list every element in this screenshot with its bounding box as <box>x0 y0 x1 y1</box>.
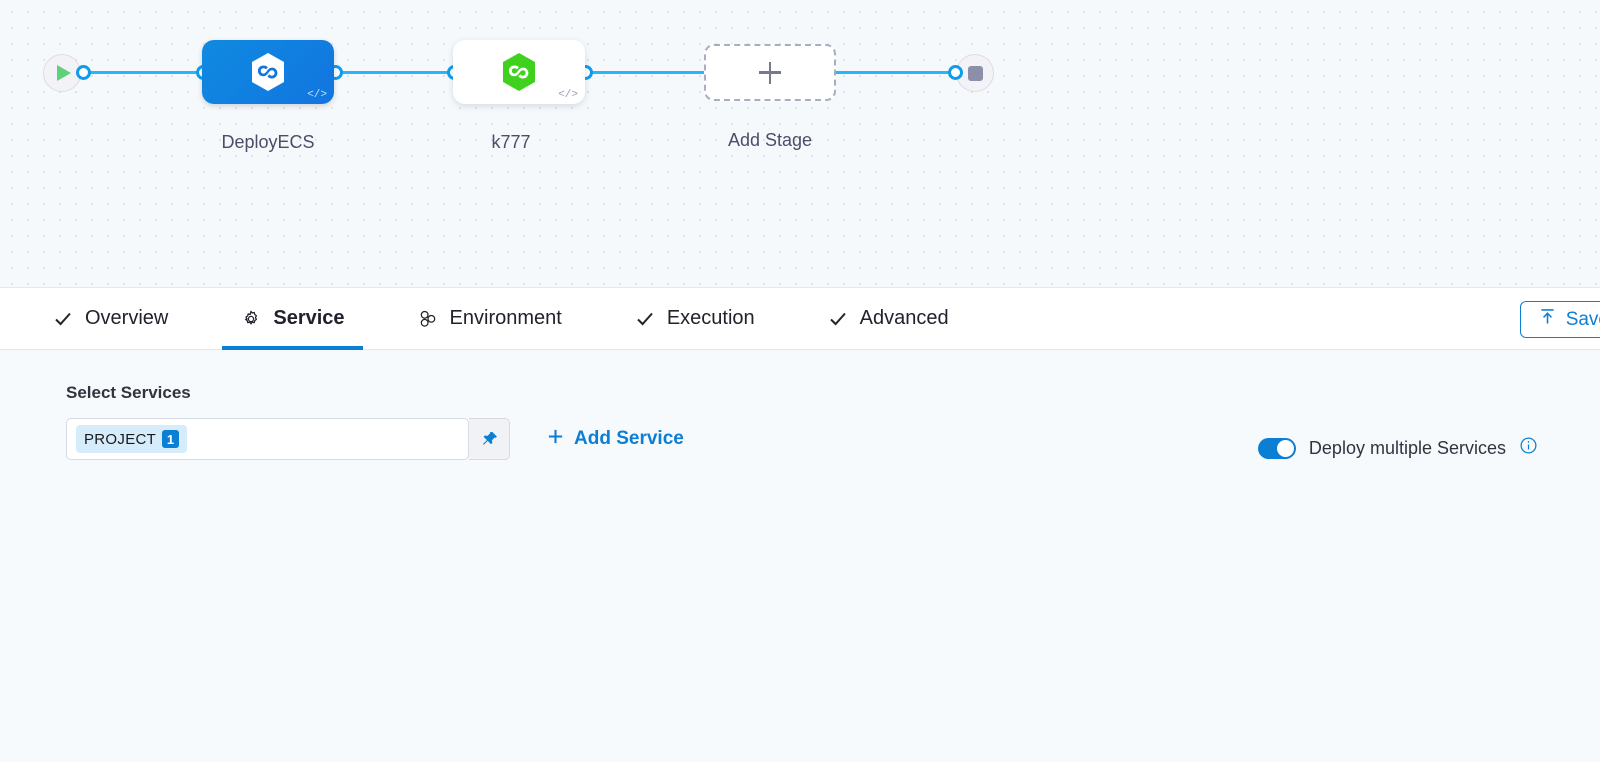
save-button-label: Save <box>1565 308 1600 330</box>
add-stage-button[interactable] <box>704 44 836 101</box>
wire-addstage-to-end <box>832 71 964 74</box>
tab-advanced[interactable]: Advanced <box>809 288 967 350</box>
save-button[interactable]: Save <box>1519 301 1600 338</box>
tab-label: Overview <box>85 307 169 329</box>
save-upload-icon <box>1537 306 1558 333</box>
deploy-multiple-services-label: Deploy multiple Services <box>1308 437 1506 458</box>
stage-label-deployecs: DeployECS <box>221 132 315 152</box>
check-icon <box>827 308 849 330</box>
toggle-knob <box>1276 439 1294 457</box>
services-multiselect[interactable]: PROJECT 1 <box>66 418 469 460</box>
wire-start-to-stage1 <box>78 71 208 74</box>
service-chip-project[interactable]: PROJECT 1 <box>76 425 188 453</box>
tab-label: Service <box>273 307 345 329</box>
chip-count-badge: 1 <box>162 430 180 448</box>
pin-icon <box>482 431 497 445</box>
start-node[interactable] <box>43 54 81 92</box>
play-icon <box>57 65 71 81</box>
code-glyph: </> <box>307 89 327 101</box>
stage-config-tabs: Overview Service Environment Execution A… <box>0 288 1600 350</box>
deploy-multiple-services-row: Deploy multiple Services <box>1257 436 1538 460</box>
pipeline-canvas[interactable]: </> DeployECS </> k777 Add Stage <box>0 0 1600 288</box>
tab-label: Advanced <box>859 307 949 329</box>
tab-label: Environment <box>449 307 562 329</box>
environment-nodes-icon <box>417 308 439 330</box>
code-glyph: </> <box>558 89 578 101</box>
service-tab-panel: Select Services PROJECT 1 Add Service De… <box>0 350 1600 762</box>
gear-icon <box>240 308 262 330</box>
deployment-hexagon-icon <box>503 53 535 91</box>
tab-environment[interactable]: Environment <box>399 288 580 350</box>
stop-icon <box>967 65 983 81</box>
plus-icon <box>546 427 565 452</box>
tab-service[interactable]: Service <box>222 288 363 350</box>
services-pin-button[interactable] <box>469 418 510 460</box>
select-services-row: PROJECT 1 Add Service <box>66 418 1600 460</box>
plus-icon-vertical <box>768 61 772 84</box>
check-icon <box>52 308 74 330</box>
check-icon <box>634 308 656 330</box>
deploy-multiple-services-toggle[interactable] <box>1257 437 1296 459</box>
wire-stage1-to-stage2 <box>330 71 460 74</box>
stage-node-k777[interactable]: </> <box>453 40 585 104</box>
add-service-label: Add Service <box>574 428 684 449</box>
add-service-button[interactable]: Add Service <box>546 427 684 452</box>
info-icon[interactable] <box>1519 436 1538 460</box>
add-stage-label: Add Stage <box>727 130 813 150</box>
chip-label: PROJECT <box>84 430 157 448</box>
stage-label-k777: k777 <box>491 132 531 152</box>
stage-node-deployecs[interactable]: </> <box>202 40 334 104</box>
wire-stage2-to-addstage <box>580 71 712 74</box>
deployment-hexagon-icon <box>252 53 284 91</box>
port-start-out[interactable] <box>76 65 91 80</box>
tab-overview[interactable]: Overview <box>34 288 186 350</box>
select-services-label: Select Services <box>66 383 191 402</box>
tab-execution[interactable]: Execution <box>616 288 773 350</box>
tab-label: Execution <box>666 307 755 329</box>
port-end-in[interactable] <box>948 65 963 80</box>
